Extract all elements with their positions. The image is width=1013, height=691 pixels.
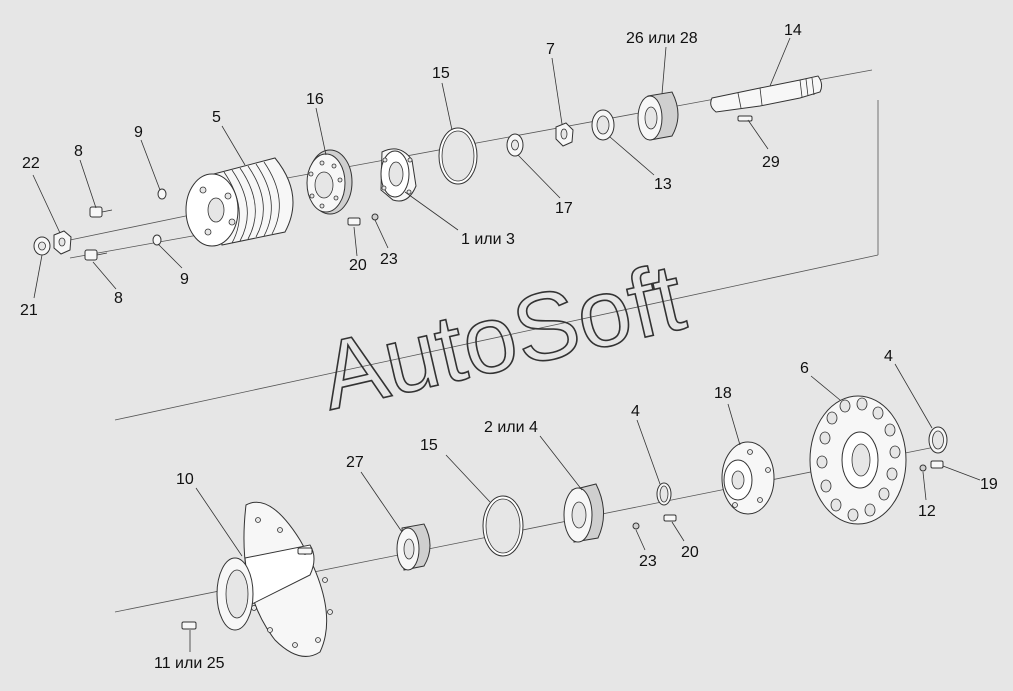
label-15-upper: 15 (432, 65, 450, 82)
part-22-nut (53, 230, 72, 255)
label-18: 18 (714, 385, 732, 402)
part-20-screw-upper (347, 217, 361, 226)
leader-lines (32, 37, 981, 652)
part-17-washer (506, 133, 524, 157)
label-10: 10 (176, 471, 194, 488)
label-4-right: 4 (884, 348, 893, 365)
label-26-or-28: 26 или 28 (626, 30, 698, 47)
part-21-nut (33, 236, 51, 256)
part-8-bolt-upper (89, 206, 113, 218)
label-8-lower: 8 (114, 290, 123, 307)
part-16-hub (306, 149, 353, 215)
part-labels: 22 8 9 5 16 15 7 26 или 28 14 21 8 9 20 … (20, 22, 998, 672)
label-20-lower: 20 (681, 544, 699, 561)
part-1-or-3-housing (380, 148, 417, 202)
part-29-key (737, 115, 753, 122)
part-27-bearing (396, 523, 431, 571)
part-23-ring-lower (632, 522, 640, 530)
part-26-or-28-bearing (637, 91, 679, 141)
label-7: 7 (546, 41, 555, 58)
label-1-or-3: 1 или 3 (461, 231, 515, 248)
label-14: 14 (784, 22, 802, 39)
label-29: 29 (762, 154, 780, 171)
part-2-or-4-cover (563, 483, 604, 543)
part-4-snap-ring-center (656, 482, 672, 506)
lower-assembly (181, 395, 948, 657)
label-13: 13 (654, 176, 672, 193)
part-9-washer-lower (152, 234, 162, 246)
label-8-upper: 8 (74, 143, 83, 160)
upper-assembly (33, 75, 823, 261)
part-9-washer-upper (157, 188, 167, 200)
label-22: 22 (22, 155, 40, 172)
part-8-bolt-lower (84, 249, 108, 261)
label-21: 21 (20, 302, 38, 319)
label-9-lower: 9 (180, 271, 189, 288)
part-18-flange-hub (721, 441, 775, 515)
label-20-upper: 20 (349, 257, 367, 274)
label-17: 17 (555, 200, 573, 217)
part-13-ring (591, 109, 615, 141)
label-19: 19 (980, 476, 998, 493)
part-11-or-25-screw (181, 621, 197, 630)
part-15-gasket-upper (438, 127, 478, 185)
label-9-upper: 9 (134, 124, 143, 141)
label-23-upper: 23 (380, 251, 398, 268)
label-15-lower: 15 (420, 437, 438, 454)
label-6: 6 (800, 360, 809, 377)
part-6-perforated-disk (809, 395, 907, 525)
label-11-or-25: 11 или 25 (154, 655, 225, 672)
part-10-housing (216, 501, 333, 657)
part-7-nut (555, 122, 574, 147)
label-2-or-4: 2 или 4 (484, 419, 538, 436)
part-5-finned-pulley (185, 157, 294, 247)
part-15-gasket-lower (482, 495, 524, 557)
label-4-center: 4 (631, 403, 640, 420)
part-12-washer (919, 464, 927, 472)
part-19-screw (930, 460, 944, 469)
part-20-screw-lower (663, 514, 677, 522)
label-5: 5 (212, 109, 221, 126)
label-16: 16 (306, 91, 324, 108)
label-27: 27 (346, 454, 364, 471)
label-23-lower: 23 (639, 553, 657, 570)
part-4-snap-ring-right (928, 426, 948, 454)
part-23-ring-upper (371, 213, 379, 221)
label-12: 12 (918, 503, 936, 520)
part-14-shaft (710, 75, 823, 113)
